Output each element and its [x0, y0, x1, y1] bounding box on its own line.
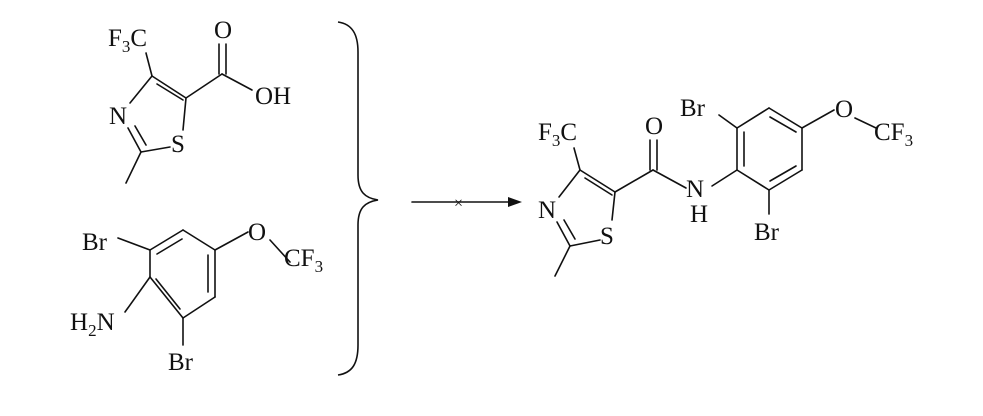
- prod-bond-b2-br: [718, 114, 738, 129]
- prod-f3c-label: F3C: [538, 119, 577, 150]
- blocked-reaction-arrow: ×: [411, 195, 522, 212]
- amine-bond-c2-br: [117, 237, 151, 251]
- acid-ring-nitrogen: N: [109, 103, 127, 130]
- prod-bond-b4-o: [801, 109, 835, 129]
- amine-ether-oxygen: O: [248, 219, 266, 246]
- reactants-brace: [337, 21, 379, 376]
- product-thiazole-amide: F3C O N S N H Br Br O CF3: [538, 95, 913, 277]
- acid-bond-c4-c5: [151, 75, 187, 99]
- prod-cf3-label: CF3: [874, 119, 913, 150]
- prod-carbonyl-oxygen: O: [645, 113, 663, 140]
- prod-bond-b5-b6: [768, 169, 803, 191]
- acid-bond-s-c2: [140, 146, 171, 153]
- reactant-dibromoaniline: Br H2N Br O CF3: [70, 219, 323, 376]
- amine-br-bottom-label: Br: [168, 349, 194, 376]
- prod-bond-o-cf3: [854, 117, 877, 129]
- amine-cf3-label: CF3: [284, 245, 323, 276]
- acid-hydroxyl-label: OH: [255, 83, 291, 110]
- prod-ether-oxygen: O: [835, 96, 853, 123]
- prod-bond-b3-b4-inner: [769, 116, 797, 133]
- prod-bond-b5-b6-inner: [769, 165, 797, 182]
- prod-ring-sulfur: S: [600, 223, 614, 250]
- prod-bond-c2-n: [556, 221, 571, 247]
- acid-carbonyl-oxygen: O: [214, 17, 232, 44]
- prod-br-top-label: Br: [680, 95, 706, 122]
- prod-bond-s-c2: [569, 239, 601, 247]
- prod-bond-c2-n-inner: [563, 219, 576, 240]
- prod-bond-b6-b1: [736, 169, 770, 191]
- amine-br-top-label: Br: [82, 229, 108, 256]
- amine-bond-c6-c1-inner: [155, 278, 181, 310]
- prod-bond-n-c4: [558, 169, 581, 198]
- prod-br-bottom-label: Br: [754, 219, 780, 246]
- amine-bond-o-cf3: [269, 239, 291, 263]
- amine-bond-c4-o: [214, 231, 249, 251]
- reactant-thiazole-acid: F3C O OH N S: [108, 17, 291, 184]
- amine-bond-c3-c4: [182, 229, 216, 251]
- arrow-blocked-mark: ×: [454, 195, 463, 212]
- amine-bond-c2-c3-inner: [156, 238, 183, 255]
- prod-bond-c4-c5: [579, 169, 616, 193]
- prod-bond-c5-s: [611, 191, 616, 221]
- prod-bond-c4-cf3: [573, 147, 581, 171]
- prod-amide-nitrogen: N: [686, 176, 704, 203]
- acid-bond-c4-c5-inner: [156, 83, 184, 101]
- arrow-head: [508, 197, 522, 207]
- acid-bond-c2-methyl: [125, 151, 142, 184]
- acid-f3c-label: F3C: [108, 25, 147, 56]
- amine-bond-c5-c6: [182, 296, 216, 319]
- acid-bond-c2-n-inner: [134, 125, 147, 146]
- acid-bond-c5-carboxyl: [185, 73, 223, 99]
- prod-bond-c2-methyl: [554, 245, 571, 277]
- prod-bond-b3-b4: [768, 107, 803, 129]
- prod-bond-c4-c5-inner: [584, 177, 613, 196]
- amine-h2n-label: H2N: [70, 309, 115, 340]
- acid-bond-n-c4: [129, 75, 153, 104]
- acid-bond-c4-cf3: [145, 52, 153, 77]
- amine-bond-c2-c3: [149, 229, 184, 251]
- prod-bond-b2-b3: [736, 107, 770, 129]
- prod-bond-c-n: [652, 169, 687, 189]
- amine-bond-c1-n: [124, 276, 151, 313]
- prod-bond-n-aryl: [711, 169, 738, 187]
- prod-bond-c5-carbonyl: [614, 169, 654, 193]
- acid-bond-c-oh: [221, 73, 253, 91]
- acid-bond-c5-s: [182, 97, 187, 131]
- amine-bond-c6-c1: [149, 276, 184, 319]
- acid-ring-sulfur: S: [171, 131, 185, 158]
- prod-ring-nitrogen: N: [538, 197, 556, 224]
- acid-bond-c2-n: [127, 127, 142, 153]
- prod-amide-hydrogen: H: [690, 201, 708, 228]
